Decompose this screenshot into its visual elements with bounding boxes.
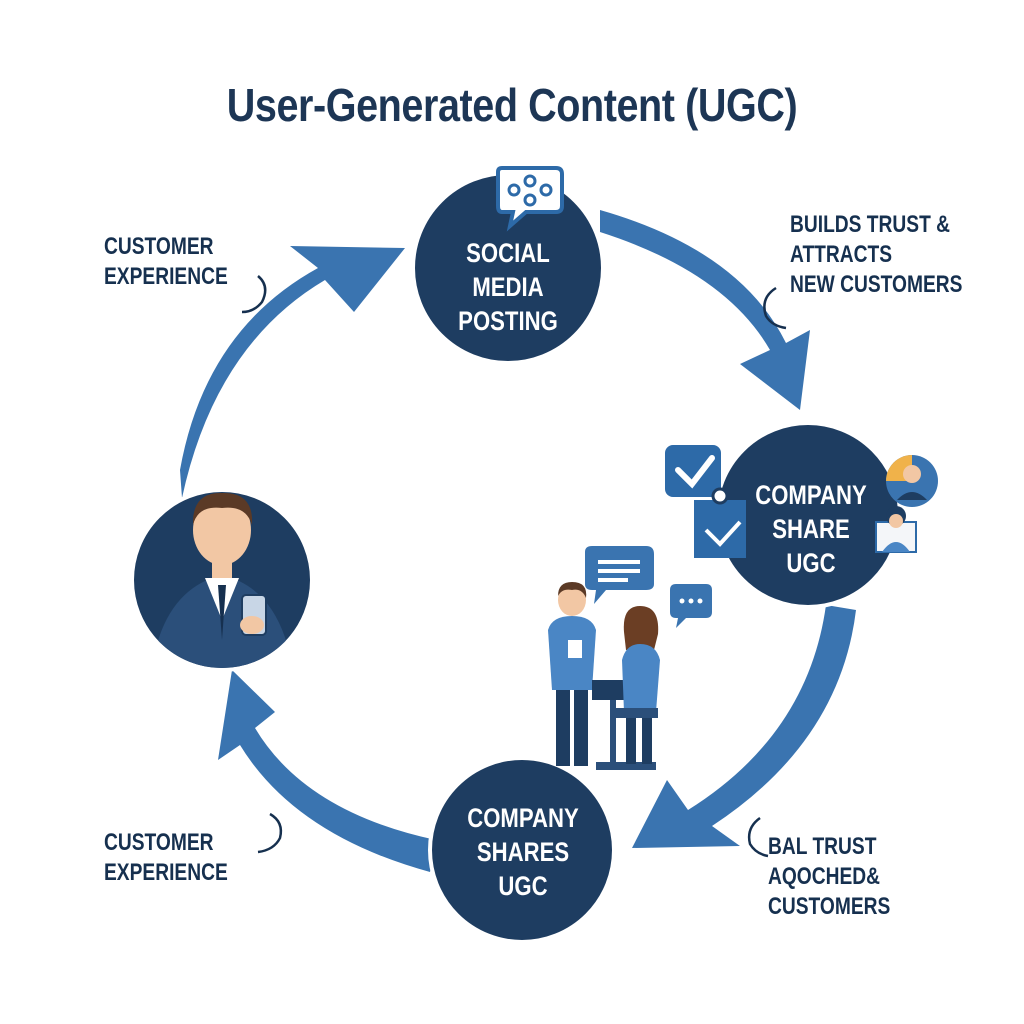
checkmark-icon	[665, 445, 721, 497]
connector-arc-bottom-right	[747, 816, 769, 858]
node-company-shares-label: COMPANY SHARES UGC	[445, 801, 601, 903]
document-icon	[694, 487, 746, 558]
node-social-media-line-1: SOCIAL MEDIA	[466, 238, 550, 302]
label-bottom-left: CUSTOMER EXPERIENCE	[104, 828, 228, 888]
arrow-top-to-right	[600, 210, 810, 410]
label-top-right-line-2: ATTRACTS	[790, 241, 893, 268]
label-bottom-right-line-2: AQOCHED&	[768, 863, 881, 890]
people-chat-icon	[548, 546, 712, 770]
user-avatar-icon	[875, 455, 938, 553]
label-bottom-right-line-3: CUSTOMERS	[768, 893, 891, 920]
connector-arc-bottom-left	[257, 812, 283, 854]
node-company-share-line-2: SHARE	[772, 514, 850, 544]
label-bottom-right: BAL TRUST AQOCHED& CUSTOMERS	[768, 832, 890, 922]
node-company-shares-line-3: UGC	[498, 871, 548, 901]
node-company-share-label: COMPANY SHARE UGC	[733, 478, 889, 580]
label-bottom-left-line-1: CUSTOMER	[104, 829, 214, 856]
label-bottom-right-line-1: BAL TRUST	[768, 833, 877, 860]
arrow-right-to-bottom	[632, 605, 856, 848]
node-company-share-line-1: COMPANY	[755, 480, 867, 510]
node-social-media-label: SOCIAL MEDIA POSTING	[430, 236, 586, 338]
chat-network-icon	[496, 166, 564, 232]
node-company-share-line-3: UGC	[786, 548, 836, 578]
page-title: User-Generated Content (UGC)	[226, 79, 798, 131]
node-social-media-line-2: POSTING	[458, 306, 558, 336]
label-top-right-line-3: NEW CUSTOMERS	[790, 271, 963, 298]
label-bottom-left-line-2: EXPERIENCE	[104, 859, 228, 886]
label-top-right-line-1: BUILDS TRUST &	[790, 211, 950, 238]
label-top-left: CUSTOMER EXPERIENCE	[104, 232, 228, 292]
connector-arc-top-right	[763, 286, 787, 330]
node-company-shares	[428, 756, 616, 944]
label-top-right: BUILDS TRUST & ATTRACTS NEW CUSTOMERS	[790, 210, 962, 300]
label-top-left-line-1: CUSTOMER	[104, 233, 214, 260]
node-company-shares-line-2: SHARES	[476, 837, 570, 867]
arrow-left-to-top	[180, 246, 405, 498]
arrow-bottom-to-left	[218, 670, 436, 872]
connector-arc-top-left	[241, 275, 267, 314]
node-company-shares-line-1: COMPANY	[467, 803, 579, 833]
node-customer	[130, 488, 314, 672]
businessman-icon	[150, 492, 294, 668]
label-top-left-line-2: EXPERIENCE	[104, 263, 228, 290]
